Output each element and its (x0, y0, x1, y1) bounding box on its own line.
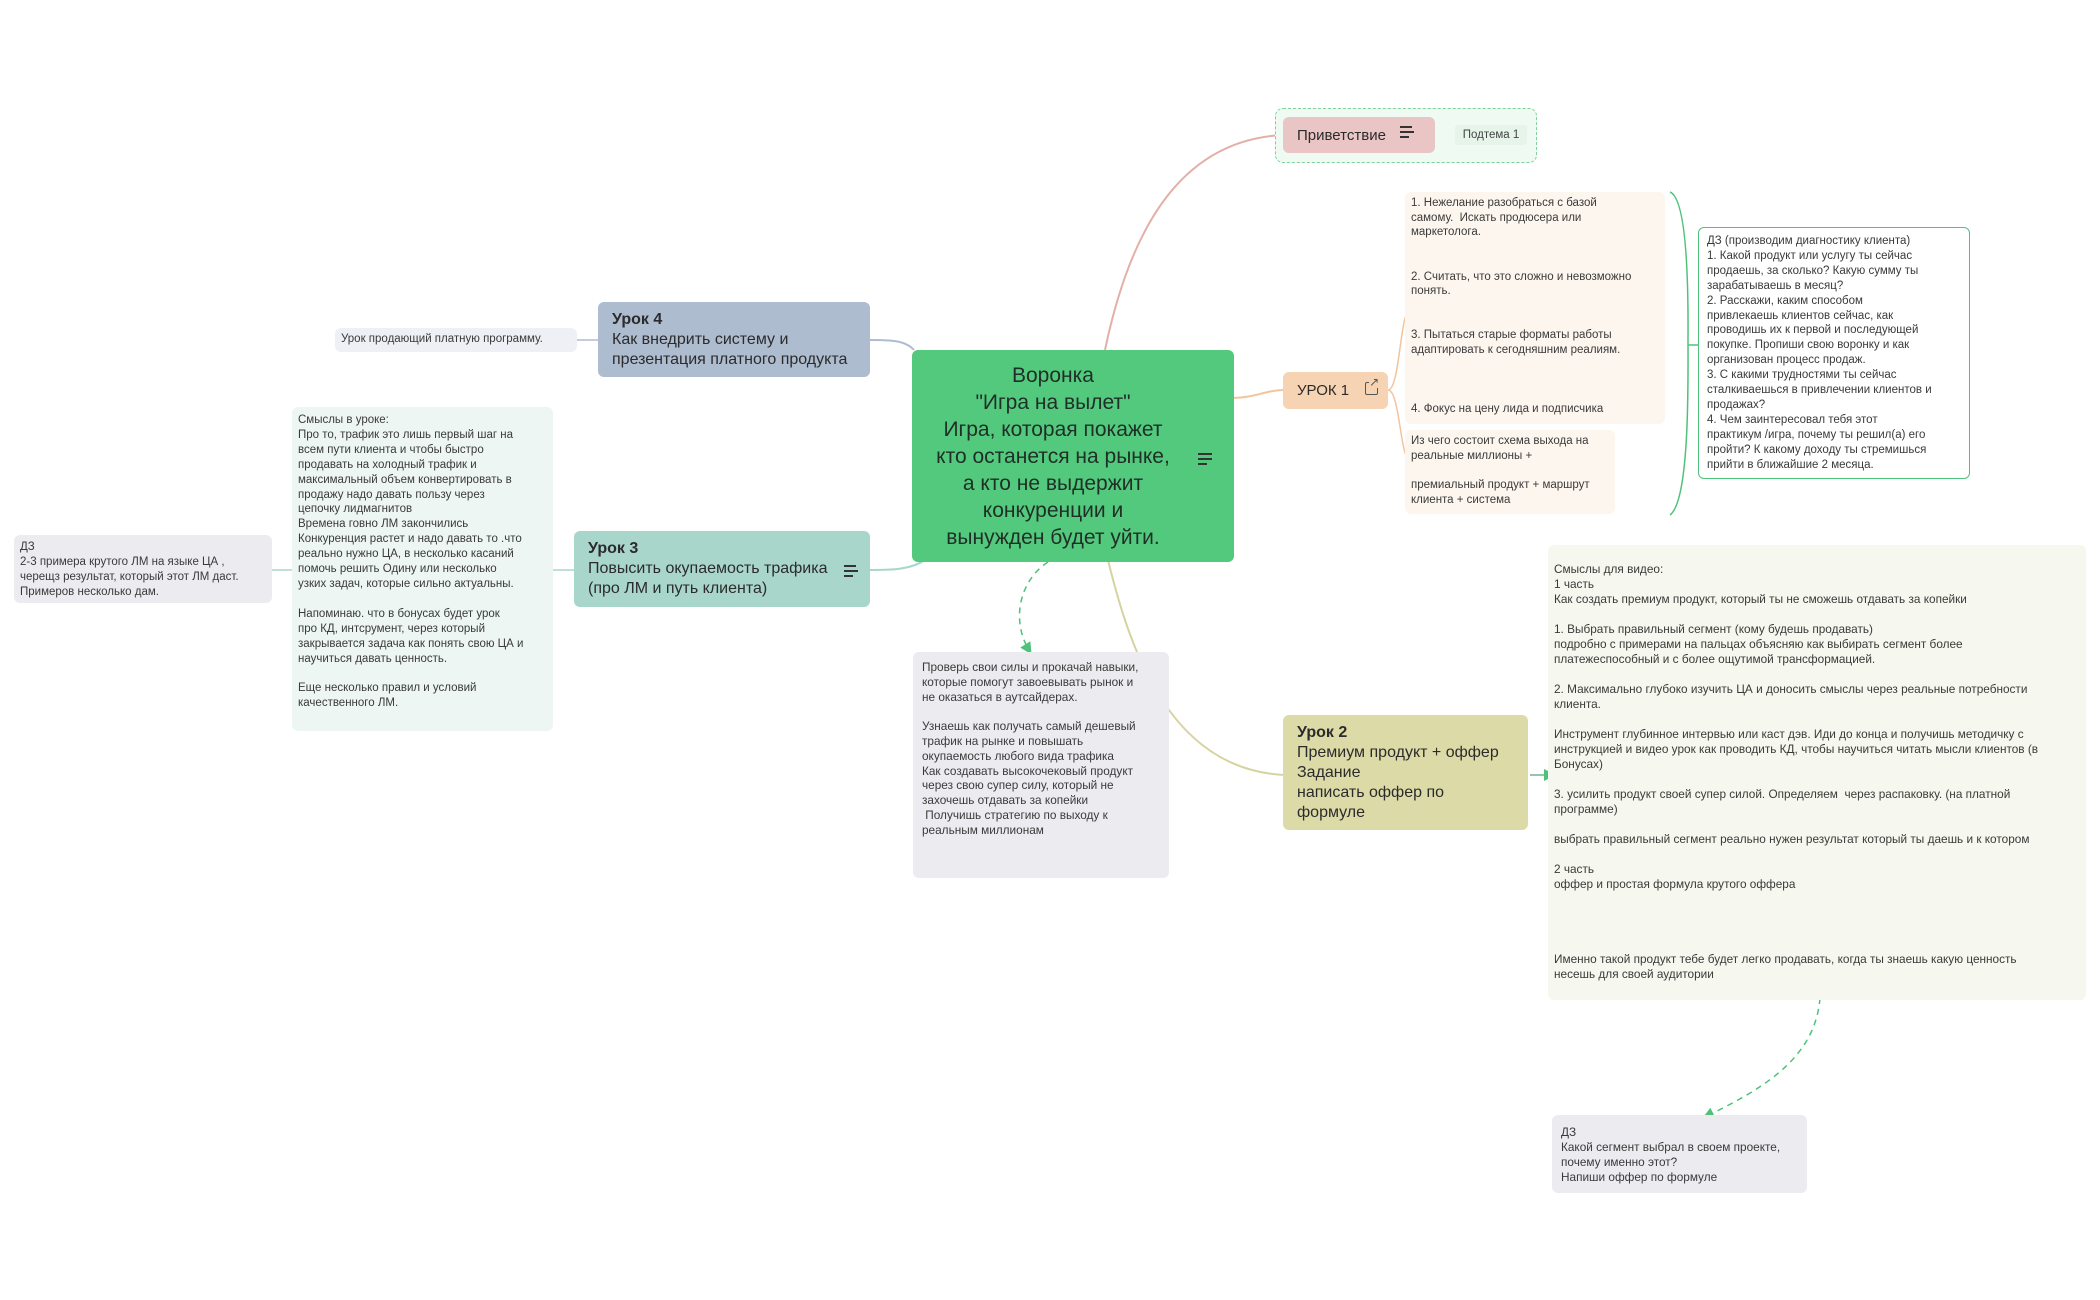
notes-icon[interactable] (844, 564, 858, 584)
central-topic[interactable]: Воронка "Игра на вылет" Игра, которая по… (912, 350, 1234, 562)
notes-icon[interactable] (1399, 126, 1414, 144)
lesson2-title: Урок 2 (1297, 724, 1348, 741)
lesson1-topic[interactable]: УРОК 1 (1283, 372, 1388, 409)
greeting-topic[interactable]: Приветствие (1283, 117, 1435, 153)
notes-icon[interactable] (1198, 446, 1212, 473)
external-link-icon[interactable] (1359, 375, 1380, 400)
greeting-subtopic[interactable]: Подтема 1 (1455, 125, 1527, 145)
lesson1-homework[interactable]: ДЗ (производим диагностику клиента) 1. К… (1698, 227, 1970, 479)
lesson2-subtitle: Премиум продукт + оффер Задание написать… (1297, 744, 1499, 821)
central-topic-text: Воронка "Игра на вылет" Игра, которая по… (936, 363, 1170, 549)
lesson4-subtitle: Как внедрить систему и презентация платн… (612, 331, 848, 368)
greeting-subtopic-label: Подтема 1 (1462, 129, 1520, 141)
lesson2-topic[interactable]: Урок 2 Премиум продукт + оффер Задание н… (1283, 715, 1528, 830)
lesson1-extra[interactable]: Из чего состоит схема выхода на реальные… (1405, 430, 1615, 514)
summary-card[interactable]: Проверь свои силы и прокачай навыки, кот… (913, 652, 1169, 878)
lesson2-content[interactable]: Смыслы для видео: 1 часть Как создать пр… (1548, 545, 2086, 1000)
lesson4-topic[interactable]: Урок 4 Как внедрить систему и презентаци… (598, 302, 870, 377)
lesson3-homework[interactable]: ДЗ 2-3 примера крутого ЛМ на языке ЦА , … (14, 535, 272, 603)
lesson1-label: УРОК 1 (1297, 382, 1350, 399)
lesson3-title: Урок 3 (588, 540, 639, 557)
lesson4-note[interactable]: Урок продающий платную программу. (335, 328, 577, 352)
lesson3-subtitle: Повысить окупаемость трафика (про ЛМ и п… (588, 560, 828, 597)
lesson2-homework[interactable]: ДЗ Какой сегмент выбрал в своем проекте,… (1552, 1115, 1807, 1193)
lesson3-content[interactable]: Смыслы в уроке: Про то, трафик это лишь … (292, 407, 553, 731)
lesson1-points[interactable]: 1. Нежелание разобраться с базой самому.… (1405, 192, 1665, 424)
greeting-label: Приветствие (1297, 126, 1386, 144)
lesson4-title: Урок 4 (612, 311, 663, 328)
lesson3-topic[interactable]: Урок 3 Повысить окупаемость трафика (про… (574, 531, 870, 607)
